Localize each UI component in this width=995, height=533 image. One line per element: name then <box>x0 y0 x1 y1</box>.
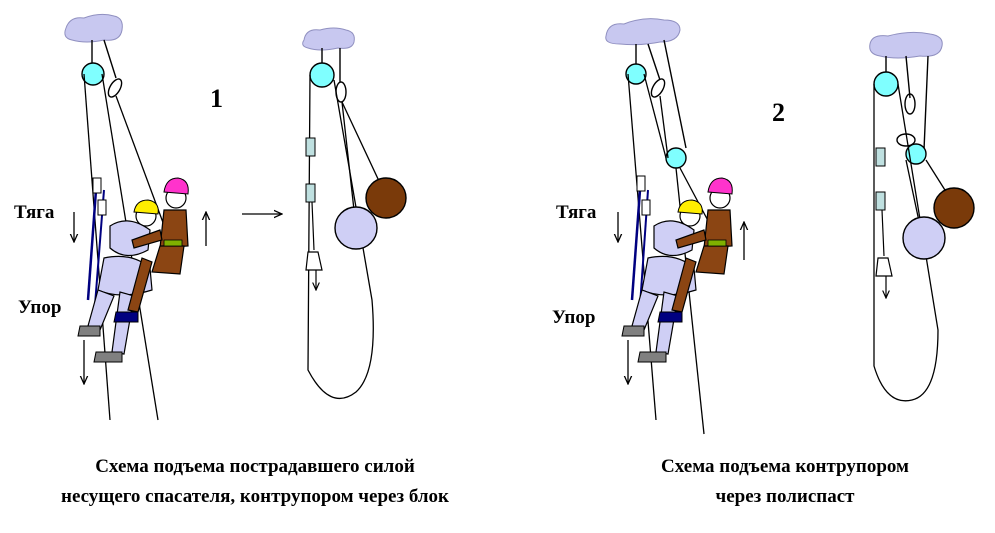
scheme2-caption-line1: Схема подъема контрупором <box>661 456 909 477</box>
helmet-pink <box>163 177 189 195</box>
anchor-rock <box>302 27 355 51</box>
scheme1-caption-line2: несущего спасателя, контрупором через бл… <box>61 486 449 507</box>
helmet-yellow <box>133 199 159 215</box>
helmet-yellow <box>677 199 703 215</box>
scheme2-pull-label: Тяга <box>556 202 597 223</box>
victim <box>657 177 733 323</box>
foot-loop <box>305 251 323 271</box>
pulley <box>309 62 335 88</box>
scheme2-caption: Схема подъема контрупором через полиспас… <box>610 452 960 512</box>
carabiner <box>904 93 916 115</box>
victim <box>113 177 189 323</box>
scheme1-caption: Схема подъема пострадавшего силой несуще… <box>0 452 510 512</box>
pulley <box>625 63 647 85</box>
anchor-rock <box>64 13 123 43</box>
foot-loop <box>875 257 893 277</box>
victim-weight <box>933 187 975 229</box>
scheme1-caption-line1: Схема подъема пострадавшего силой <box>95 456 415 477</box>
pulley-2 <box>665 147 687 169</box>
scheme2-caption-line2: через полиспаст <box>715 486 855 507</box>
anchor-rock <box>869 31 943 59</box>
rescuer-weight <box>334 206 378 250</box>
pulley-2 <box>905 143 927 165</box>
rescuer-weight <box>902 216 946 260</box>
scheme1-brace-label: Упор <box>18 297 62 318</box>
scheme2-brace-label: Упор <box>552 307 596 328</box>
anchor-rock <box>605 18 681 46</box>
victim-weight <box>365 177 407 219</box>
helmet-pink <box>707 177 733 195</box>
scheme1-number: 1 <box>210 84 223 113</box>
scheme2-number: 2 <box>772 98 785 127</box>
carabiner <box>650 78 666 98</box>
scheme2-rope-schematic <box>869 31 975 402</box>
scheme1-rope-schematic <box>302 27 407 400</box>
scheme1-people-figure <box>64 13 206 421</box>
pulley <box>873 71 899 97</box>
carabiner <box>107 78 123 98</box>
scheme1-pull-label: Тяга <box>14 202 55 223</box>
pulley <box>81 62 105 86</box>
scheme2-people-figure <box>605 18 744 435</box>
